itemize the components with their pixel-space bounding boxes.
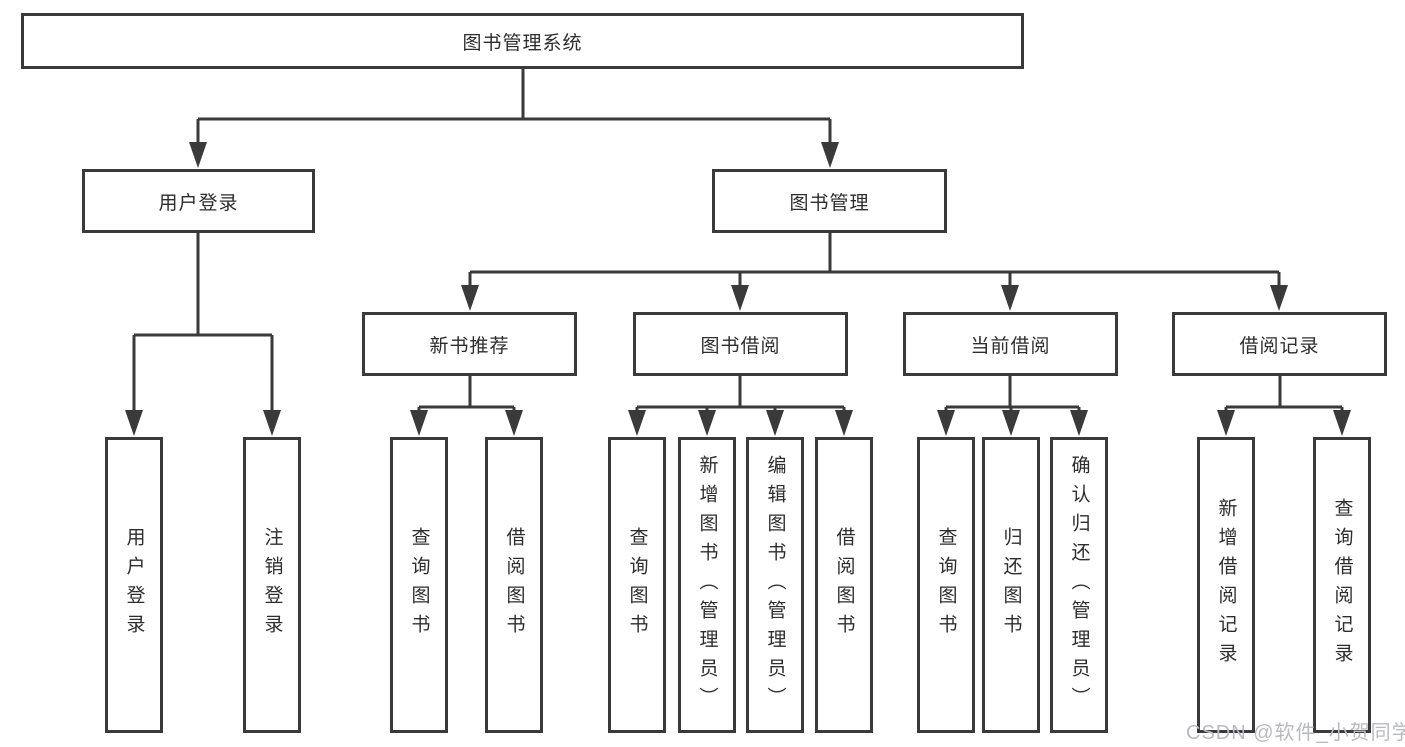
leaf-user-login: 用户登录 [105, 437, 163, 733]
node-borrow-records: 借阅记录 [1172, 312, 1387, 376]
leaf-current-confirm-return-admin: 确认归还（管理员） [1050, 437, 1108, 733]
node-borrow-records-label: 借阅记录 [1239, 335, 1320, 357]
leaf-record-query: 查询借阅记录 [1313, 437, 1371, 733]
node-book-borrow-label: 图书借阅 [700, 335, 781, 357]
leaf-current-query-books-label: 查询图书 [935, 527, 957, 643]
leaf-current-return-books-label: 归还图书 [1000, 527, 1022, 643]
leaf-borrow-edit-books-admin-label: 编辑图书（管理员） [764, 454, 786, 716]
node-new-book-recommend: 新书推荐 [362, 312, 577, 376]
node-root-label: 图书管理系统 [462, 32, 583, 54]
leaf-borrow-query-books-label: 查询图书 [626, 527, 648, 643]
leaf-current-confirm-return-admin-label: 确认归还（管理员） [1068, 454, 1090, 716]
node-user-login: 用户登录 [82, 169, 315, 233]
leaf-newbook-borrow-books: 借阅图书 [485, 437, 543, 733]
leaf-borrow-edit-books-admin: 编辑图书（管理员） [746, 437, 804, 733]
node-book-borrow: 图书借阅 [633, 312, 848, 376]
node-book-management: 图书管理 [712, 169, 947, 233]
leaf-borrow-borrow-books-label: 借阅图书 [833, 527, 855, 643]
leaf-newbook-query-books-label: 查询图书 [408, 527, 430, 643]
node-book-management-label: 图书管理 [789, 192, 870, 214]
leaf-logout: 注销登录 [243, 437, 301, 733]
leaf-borrow-borrow-books: 借阅图书 [815, 437, 873, 733]
leaf-record-query-label: 查询借阅记录 [1331, 498, 1353, 672]
leaf-borrow-query-books: 查询图书 [608, 437, 666, 733]
node-current-borrow: 当前借阅 [903, 312, 1118, 376]
leaf-current-query-books: 查询图书 [917, 437, 975, 733]
leaf-logout-label: 注销登录 [261, 527, 283, 643]
leaf-record-add-label: 新增借阅记录 [1215, 498, 1237, 672]
leaf-newbook-query-books: 查询图书 [390, 437, 448, 733]
leaf-borrow-add-books-admin-label: 新增图书（管理员） [696, 454, 718, 716]
leaf-borrow-add-books-admin: 新增图书（管理员） [678, 437, 736, 733]
leaf-newbook-borrow-books-label: 借阅图书 [503, 527, 525, 643]
node-user-login-label: 用户登录 [158, 192, 239, 214]
leaf-current-return-books: 归还图书 [982, 437, 1040, 733]
leaf-record-add: 新增借阅记录 [1197, 437, 1255, 733]
node-root: 图书管理系统 [21, 13, 1024, 69]
node-new-book-recommend-label: 新书推荐 [429, 335, 510, 357]
leaf-user-login-label: 用户登录 [123, 527, 145, 643]
node-current-borrow-label: 当前借阅 [970, 335, 1051, 357]
